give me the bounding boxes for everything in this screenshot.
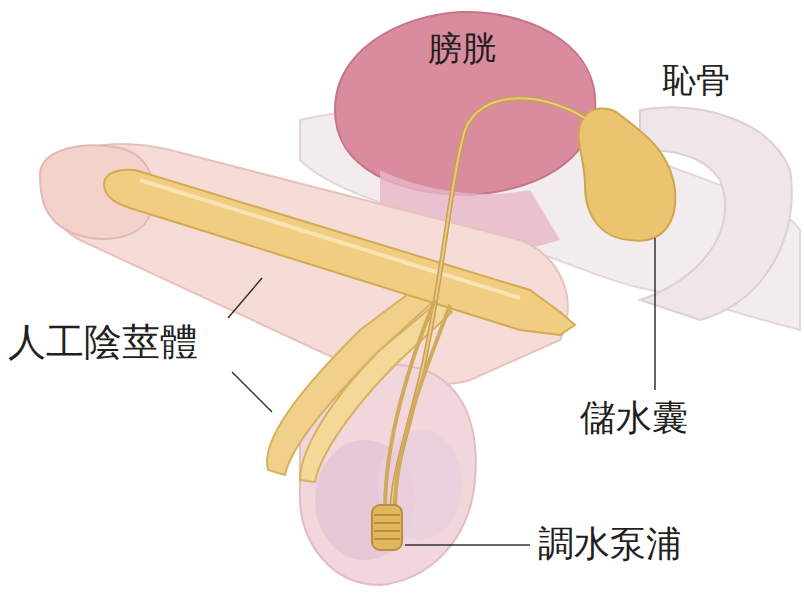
- pump: [372, 505, 402, 550]
- tube: [392, 98, 585, 510]
- part-label: 人工陰莖體: [8, 322, 198, 364]
- tube: [392, 98, 585, 510]
- leader-line: [405, 544, 530, 546]
- leader-line: [232, 372, 272, 412]
- tube: [385, 300, 435, 510]
- part-label: 調水泵浦: [538, 524, 682, 564]
- reservoir: [579, 108, 676, 240]
- part-label: 膀胱: [428, 30, 496, 67]
- leader-line: [228, 278, 262, 318]
- cylinder: [104, 170, 575, 335]
- pump-ridges: [374, 515, 400, 539]
- cylinder-highlight: [140, 180, 520, 298]
- leader-line: [654, 238, 656, 390]
- tube: [395, 305, 450, 510]
- part-label: 恥骨: [662, 62, 730, 99]
- part-label: 儲水囊: [580, 398, 688, 438]
